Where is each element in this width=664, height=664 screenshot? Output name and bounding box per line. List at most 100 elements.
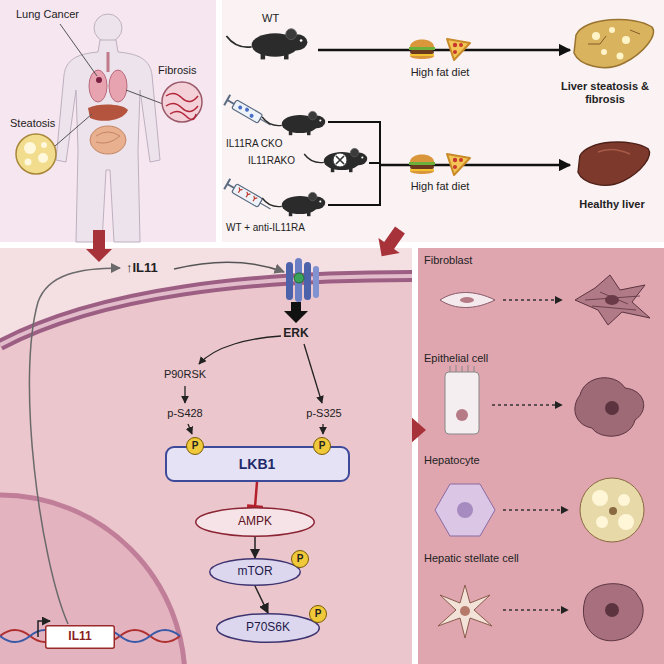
pizza-icon (447, 39, 470, 60)
steatotic-hepatocyte (618, 514, 634, 530)
leader-line (55, 114, 92, 146)
group-label: IL11RAKO (248, 155, 295, 167)
phospho-circle: P (313, 437, 331, 455)
node-outline (187, 438, 204, 455)
fibrosis-inset (170, 111, 196, 119)
pathway-arrow (304, 344, 322, 403)
mouse (262, 111, 325, 135)
syringe (224, 95, 273, 130)
node-text: IL11 (68, 630, 91, 644)
inhibition-connector (255, 482, 257, 507)
stellate-cell (460, 606, 470, 616)
syringe (224, 179, 273, 214)
node-outline (196, 508, 315, 537)
human-figure (89, 70, 107, 102)
steatosis-inset (16, 134, 56, 174)
bracket (328, 122, 380, 205)
human-figure (90, 126, 126, 154)
fibroblast-cell (440, 293, 495, 308)
binding-arrow (174, 262, 284, 272)
kinase-label: ERK (283, 326, 308, 340)
kinase-label: P90RSK (164, 368, 206, 381)
arrow-connector (255, 586, 268, 613)
syringe (237, 187, 243, 193)
fatty-liver (574, 19, 653, 67)
human-figure (96, 77, 102, 83)
human-figure (56, 40, 160, 242)
fatty-liver (601, 49, 607, 55)
stellate-cell (438, 585, 492, 638)
fatty-liver (592, 32, 600, 40)
fatty-liver (617, 53, 624, 60)
mesenchymal-cell (575, 378, 644, 436)
steatotic-hepatocyte (618, 494, 630, 506)
group-label: IL11RA CKO (226, 138, 283, 150)
outcome-label: Healthy liver (579, 198, 644, 211)
arrow-label: High fat diet (411, 66, 470, 79)
myofibroblast-cell (575, 275, 650, 325)
diet-arrow (318, 49, 570, 52)
cell-membrane (0, 276, 412, 345)
fibrosis-inset (166, 93, 198, 101)
callout-label: Lung Cancer (16, 8, 79, 21)
il11-receptor (294, 273, 304, 283)
burger-icon (409, 40, 435, 60)
il11-receptor (286, 258, 319, 302)
mouse (262, 192, 325, 216)
steatotic-hepatocyte (580, 478, 644, 542)
pathway-arrow (184, 386, 185, 403)
transition-arrow (503, 609, 568, 610)
bracket (369, 162, 380, 164)
human-figure (107, 52, 110, 72)
callout-label: Fibrosis (158, 64, 197, 77)
il11-receptor (313, 266, 319, 298)
stellate-cell (438, 585, 492, 638)
epithelial-cell (445, 365, 479, 434)
syringe (237, 105, 242, 110)
mouse (304, 148, 367, 172)
hepatocyte-cell (457, 502, 473, 518)
protein-ellipse: P70S6K (216, 613, 320, 643)
panel-arrow (371, 223, 411, 264)
secretion-arrow (29, 268, 120, 624)
burger-icon (409, 155, 435, 175)
cell-membrane (0, 276, 412, 345)
steatosis-inset (38, 153, 48, 163)
node-text: P (192, 440, 199, 452)
pizza-icon (447, 154, 470, 175)
human-figure (56, 14, 160, 242)
panel-background (222, 0, 664, 242)
il11-receptor (286, 262, 293, 300)
leader-line (60, 24, 97, 76)
phospho-circle: P (309, 605, 327, 623)
node-text: P (315, 608, 322, 620)
node-outline (310, 606, 327, 623)
outcome-label: Liver steatosis & fibrosis (553, 80, 657, 106)
fatty-liver (574, 19, 653, 67)
node-outline (217, 614, 320, 643)
pathway-arrow (188, 424, 192, 434)
fibrosis-inset (166, 103, 198, 111)
steatosis-inset (41, 142, 47, 148)
steatotic-hepatocyte (580, 478, 644, 542)
cell-type-label: Epithelial cell (424, 352, 488, 365)
group-label: WT (262, 12, 279, 25)
syringe (224, 179, 273, 214)
activated-stellate-cell (583, 584, 643, 641)
epithelial-cell (445, 372, 479, 434)
steatotic-hepatocyte (609, 507, 617, 515)
syringe (251, 196, 257, 202)
leader-line (126, 90, 163, 104)
syringe (224, 95, 273, 130)
epithelial-cell (450, 365, 474, 372)
gene-box: IL11 (45, 625, 115, 649)
knockout-mark (333, 153, 347, 167)
node-text: P70S6K (246, 621, 290, 635)
mouse (226, 29, 307, 60)
steatosis-inset (25, 159, 32, 166)
callout-label: Steatosis (10, 117, 55, 130)
